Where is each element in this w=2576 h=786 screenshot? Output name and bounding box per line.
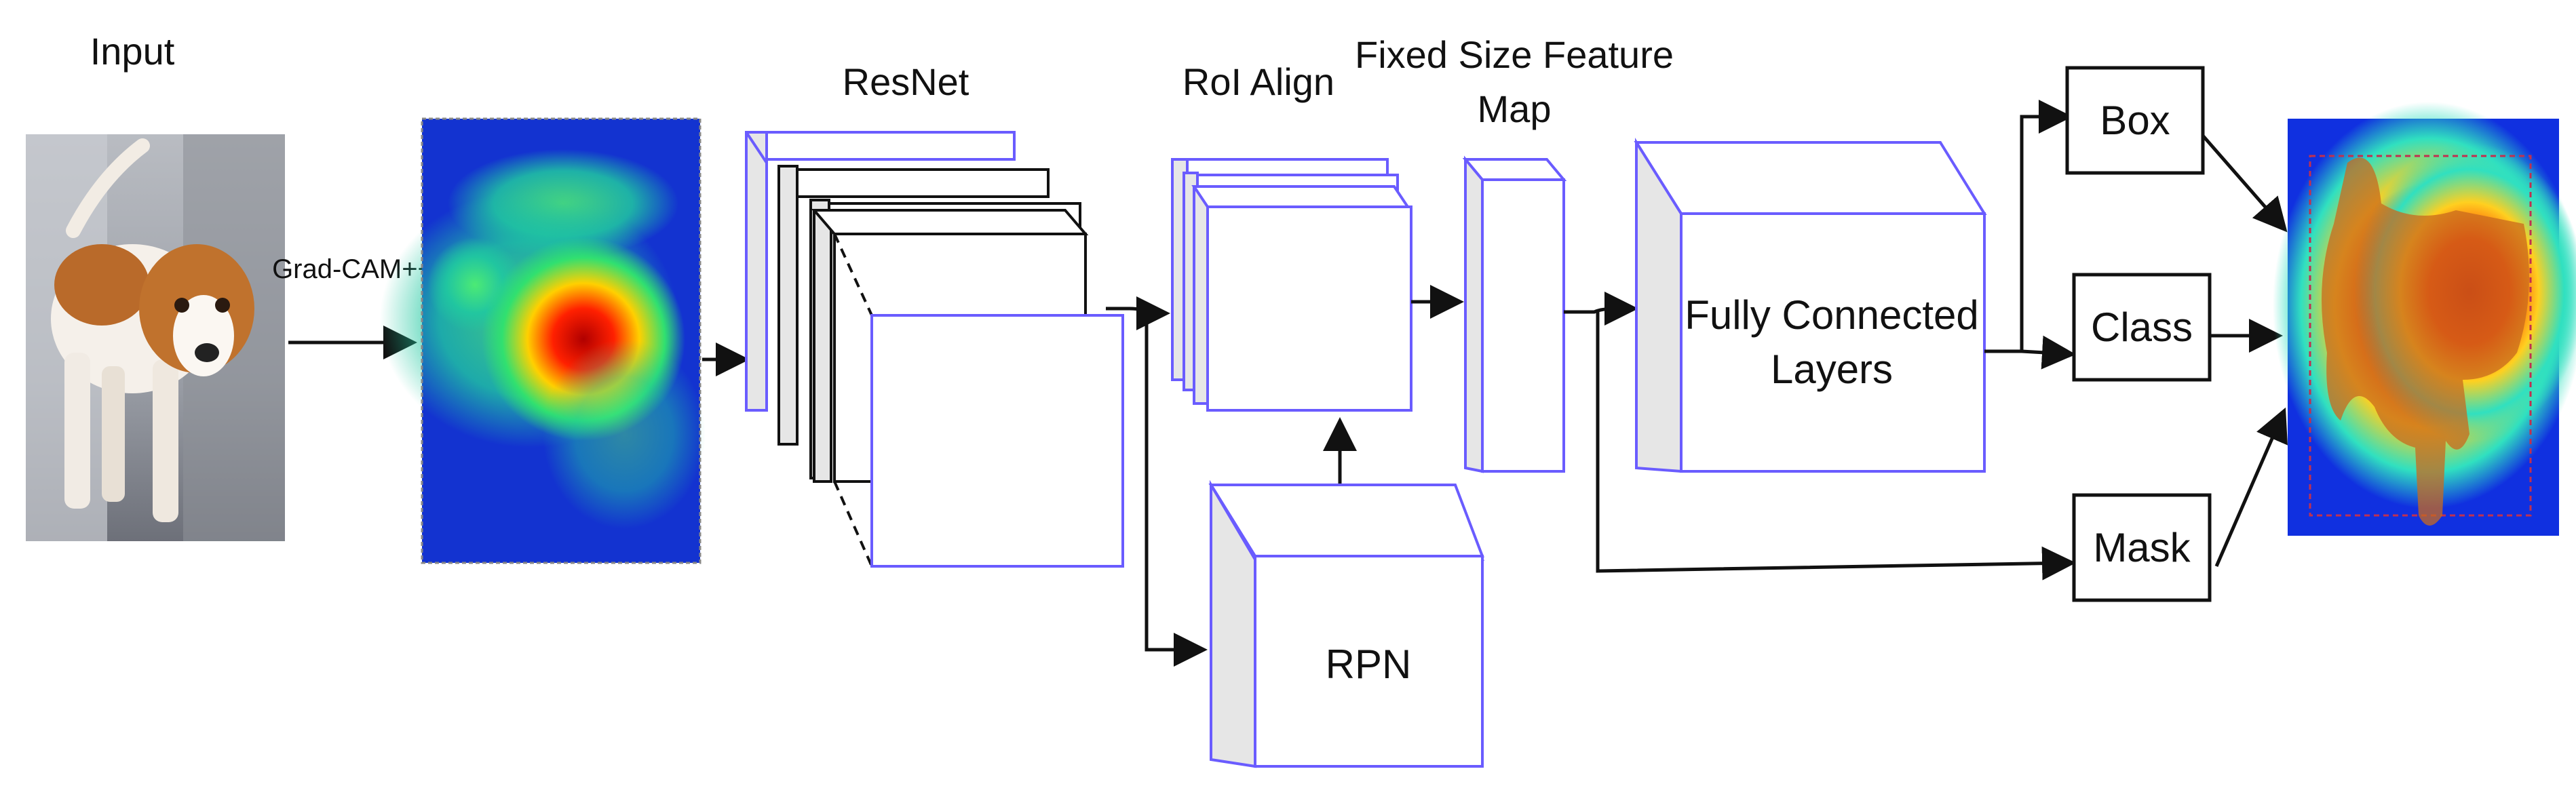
fixed-size-feature-map-block <box>1462 155 1567 473</box>
fully-connected-label-line2: Layers <box>1771 347 1893 392</box>
roi-align-label: RoI Align <box>1183 60 1334 103</box>
fully-connected-block <box>1634 138 1987 473</box>
fixed-size-feature-label-line1: Fixed Size Feature <box>1355 33 1674 76</box>
rpn-label: RPN <box>1326 642 1412 687</box>
rpn-block <box>1208 479 1484 768</box>
roi-align-block <box>1171 158 1412 412</box>
fc-to-class-arrow <box>2021 335 2076 370</box>
box-label: Box <box>2100 98 2170 143</box>
input-label: Input <box>90 30 175 73</box>
fixed-size-feature-label-line2: Map <box>1478 87 1552 130</box>
fc-to-box-arrow <box>1984 100 2073 353</box>
class-head: Class <box>2072 273 2212 382</box>
resnet-to-roialign-arrow <box>1106 296 1170 330</box>
box-head: Box <box>2065 66 2205 175</box>
mask-head: Mask <box>2072 493 2212 602</box>
fully-connected-label-line1: Fully Connected <box>1685 292 1979 338</box>
resnet-label: ResNet <box>843 60 969 103</box>
resnet-block <box>745 131 1124 568</box>
mask-to-output-arrow <box>2214 407 2288 567</box>
output-segmentation-image <box>2273 102 2576 536</box>
gradcam-heatmap-image <box>380 117 706 564</box>
fixedmap-to-fc-arrow <box>1564 292 1638 326</box>
resnet-to-rpn-arrow <box>1145 313 1208 667</box>
fixedmap-to-mask-arrow <box>1596 312 2076 581</box>
mask-label: Mask <box>2093 525 2191 570</box>
class-label: Class <box>2091 304 2193 350</box>
input-dog-image <box>26 134 285 541</box>
box-to-output-arrow <box>2202 134 2288 233</box>
